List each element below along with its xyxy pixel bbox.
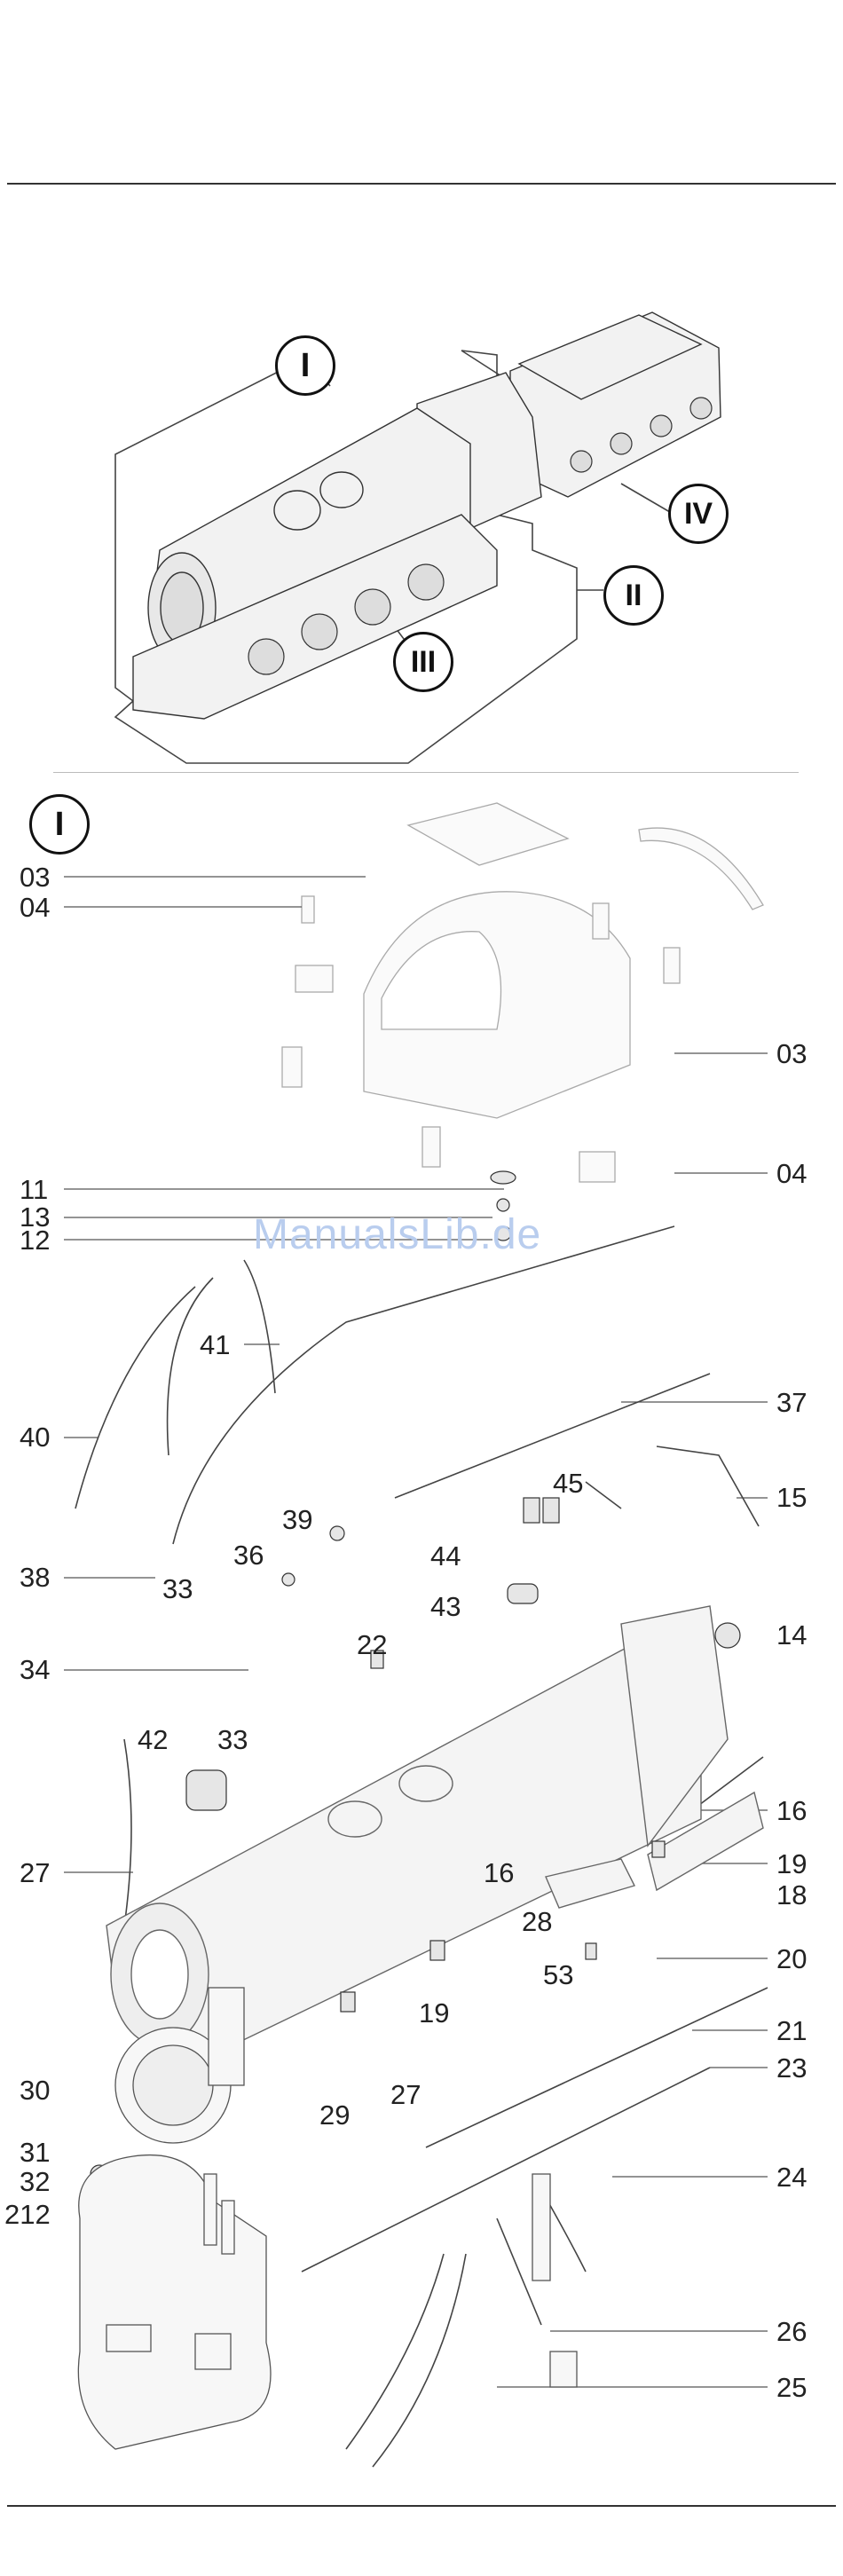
callout-31: 31 <box>20 2139 50 2166</box>
callout-29: 29 <box>319 2101 350 2129</box>
callout-15: 15 <box>776 1484 807 1511</box>
callout-23: 23 <box>776 2054 807 2082</box>
callout-33: 33 <box>162 1575 193 1603</box>
callout-212: 212 <box>4 2201 51 2228</box>
callout-25: 25 <box>776 2374 807 2401</box>
callout-44: 44 <box>430 1542 461 1570</box>
callout-12: 12 <box>20 1226 50 1254</box>
front-details <box>78 1988 577 2449</box>
callout-28: 28 <box>522 1908 552 1935</box>
callout-34: 34 <box>20 1656 50 1683</box>
callout-04: 04 <box>20 894 50 921</box>
callout-43: 43 <box>430 1593 461 1620</box>
callout-24: 24 <box>776 2163 807 2191</box>
callout-03: 03 <box>20 863 50 891</box>
cab-parts <box>282 803 763 1182</box>
callout-26: 26 <box>776 2318 807 2345</box>
callout-38: 38 <box>20 1564 50 1591</box>
callout-45: 45 <box>553 1469 583 1497</box>
callout-18: 18 <box>776 1881 807 1909</box>
callout-04: 04 <box>776 1160 807 1187</box>
callout-21: 21 <box>776 2017 807 2044</box>
callout-03: 03 <box>776 1040 807 1067</box>
callout-16: 16 <box>484 1859 514 1887</box>
callout-27: 27 <box>390 2081 421 2108</box>
callout-32: 32 <box>20 2168 50 2195</box>
callout-22: 22 <box>357 1631 387 1658</box>
callout-41: 41 <box>200 1331 230 1359</box>
callout-14: 14 <box>776 1621 807 1649</box>
callout-33: 33 <box>217 1726 248 1753</box>
callout-42: 42 <box>138 1726 168 1753</box>
callout-36: 36 <box>233 1541 264 1569</box>
callout-19: 19 <box>419 1999 449 2027</box>
callout-40: 40 <box>20 1423 50 1451</box>
callout-37: 37 <box>776 1389 807 1416</box>
callout-11: 11 <box>20 1176 48 1203</box>
callout-19: 19 <box>776 1850 807 1878</box>
callout-30: 30 <box>20 2076 50 2104</box>
callout-39: 39 <box>282 1506 312 1533</box>
callout-27: 27 <box>20 1859 50 1887</box>
callout-53: 53 <box>543 1961 573 1989</box>
callout-20: 20 <box>776 1945 807 1973</box>
callout-16: 16 <box>776 1797 807 1824</box>
watermark: ManualsLib.de <box>253 1210 541 1259</box>
